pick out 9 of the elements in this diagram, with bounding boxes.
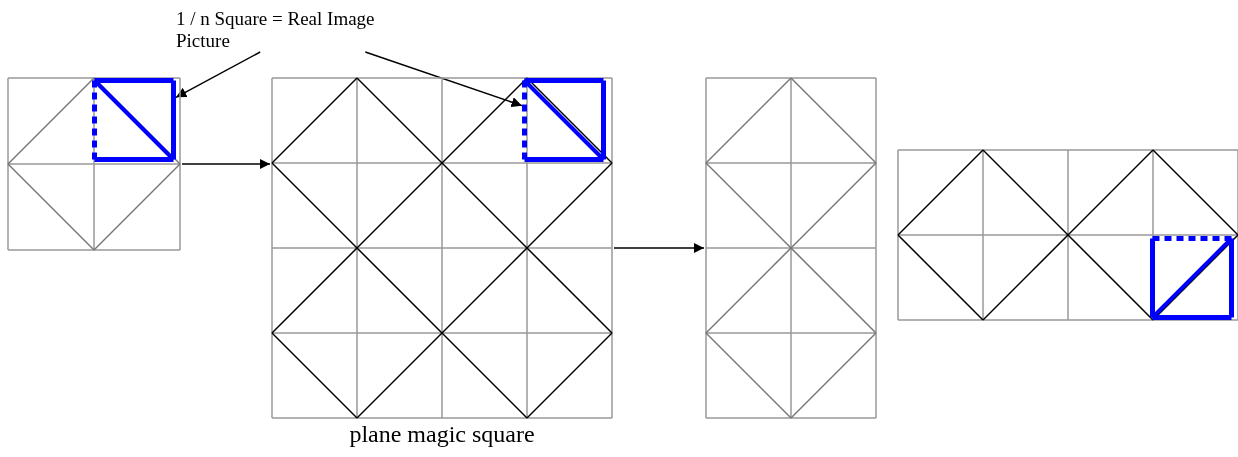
- highlighted-square-drawing: [522, 78, 606, 162]
- highlighted-square-drawing: [92, 78, 176, 162]
- leader-line: [364, 51, 523, 108]
- node-label: plane magic square: [348, 420, 536, 448]
- arrow: [613, 242, 705, 254]
- arrow: [181, 158, 271, 170]
- callout-text: 1 / n Square = Real Image Picture: [176, 8, 426, 52]
- leader-line: [175, 51, 261, 99]
- highlighted-square-drawing: [1150, 236, 1234, 320]
